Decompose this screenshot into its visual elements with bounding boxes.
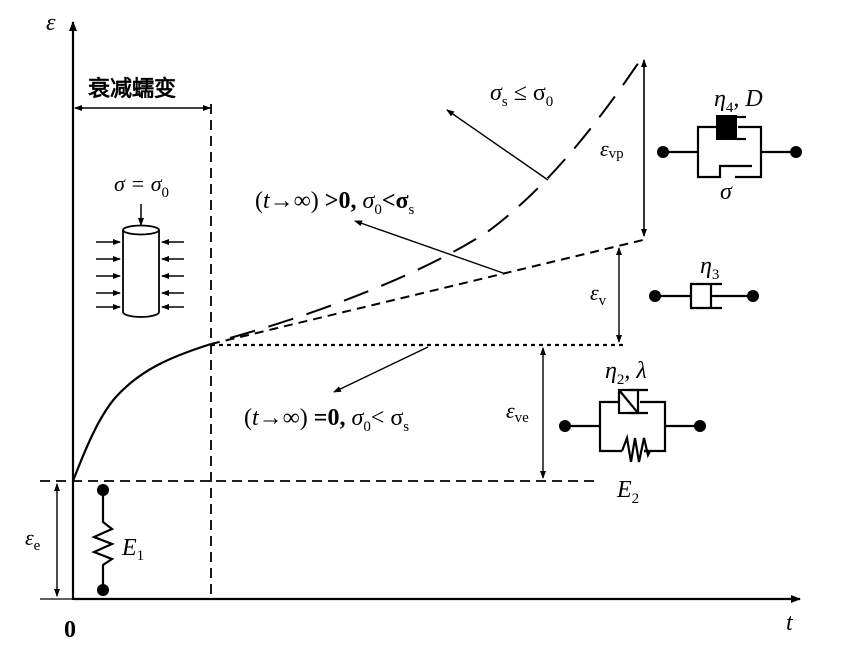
accelerating-creep-curve [229, 55, 644, 339]
decay-creep-curve [71, 342, 212, 482]
strain-vp-label: εvp [600, 136, 624, 162]
axes: ε t 0 [46, 10, 801, 643]
spring-icon [91, 490, 115, 590]
strain-e-label: εe [25, 525, 41, 554]
viscoplastic-element: η4, D σ [657, 86, 802, 205]
y-axis-label: ε [46, 10, 56, 36]
x-axis-label: t [786, 610, 794, 636]
dashpot-element: η3 [649, 253, 759, 310]
steady-pointer [354, 220, 504, 274]
dashpot-label: η3 [700, 253, 719, 283]
viscoplastic-eta-label: η4, D [714, 86, 763, 116]
viscoplastic-block-icon [716, 115, 737, 140]
kelvin-eta-label: η2, λ [605, 358, 647, 388]
steady-condition: (t→∞) >0, σ0<σs [255, 188, 415, 218]
annotation-unstable: σs ≤ σ0 [446, 80, 553, 181]
strain-v: εv [590, 247, 622, 343]
strain-vp: εvp [600, 59, 647, 237]
strain-ve-label: εve [506, 398, 529, 426]
unstable-pointer [446, 109, 549, 181]
kelvin-element: η2, λ E2 [559, 358, 706, 507]
specimen-icon: σ = σ0 [96, 171, 184, 318]
strain-e: εe [25, 483, 72, 600]
strain-ve: εve [506, 347, 546, 479]
strain-v-label: εv [590, 280, 607, 309]
spring-e2-icon [620, 433, 652, 463]
specimen-stress-label: σ = σ0 [114, 171, 169, 201]
annotation-steady: (t→∞) >0, σ0<σs [255, 188, 504, 274]
origin-label: 0 [64, 617, 76, 643]
decay-creep-region: 衰减蠕变 [74, 76, 212, 598]
decay-condition: (t→∞) =0, σ0< σs [244, 405, 409, 435]
steady-creep-line [210, 239, 644, 345]
viscoplastic-slider-label: σ [720, 179, 733, 205]
creep-curves [40, 55, 644, 482]
spring-e1-label: E1 [121, 535, 144, 564]
kelvin-spring-label: E2 [616, 477, 639, 507]
unstable-condition: σs ≤ σ0 [490, 80, 553, 110]
annotation-decay: (t→∞) =0, σ0< σs [244, 346, 429, 435]
spring-e1-element: E1 [91, 484, 144, 596]
decay-creep-label: 衰减蠕变 [87, 76, 176, 102]
decay-pointer [333, 346, 429, 393]
